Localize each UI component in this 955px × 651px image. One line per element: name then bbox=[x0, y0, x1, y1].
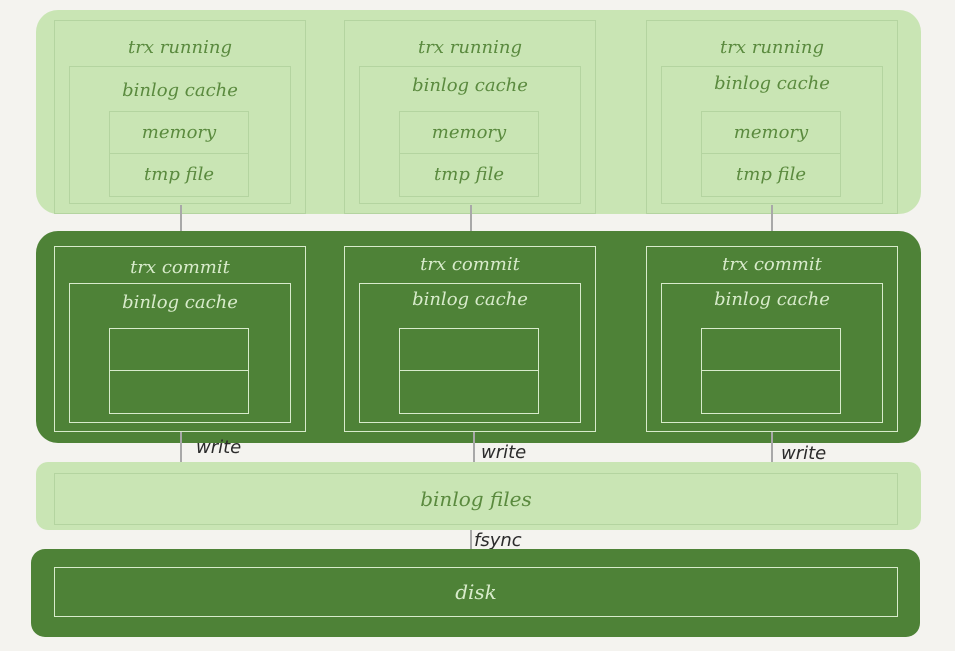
write-label-1: write bbox=[196, 437, 242, 458]
trx-running-box-1: trx running binlog cache memory tmp file bbox=[54, 20, 306, 214]
binlog-cache-label-1: binlog cache bbox=[122, 80, 238, 101]
memory-cell-2: memory bbox=[400, 112, 538, 154]
trx-commit-box-2: trx commit binlog cache bbox=[344, 246, 596, 432]
commit-cache-lower-3 bbox=[702, 371, 840, 413]
arrow-line-write-3 bbox=[771, 432, 773, 468]
arrow-line-write-2 bbox=[473, 432, 475, 468]
disk-label: disk bbox=[455, 580, 497, 604]
disk-band: disk bbox=[31, 549, 920, 637]
arrow-line-write-1 bbox=[180, 432, 182, 468]
tmp-file-cell-1: tmp file bbox=[144, 164, 214, 185]
arrow-line-running-commit-1 bbox=[180, 205, 182, 241]
disk-box: disk bbox=[54, 567, 898, 617]
binlog-files-box: binlog files bbox=[54, 473, 898, 525]
memory-cell-3: memory bbox=[702, 112, 840, 154]
commit-cache-storage-1 bbox=[109, 328, 249, 414]
cache-storage-1: memory tmp file bbox=[109, 111, 249, 197]
commit-cache-upper-1 bbox=[110, 329, 248, 371]
memory-cell-1: memory bbox=[110, 112, 248, 154]
commit-binlog-cache-box-2: binlog cache bbox=[359, 283, 581, 423]
commit-binlog-cache-box-3: binlog cache bbox=[661, 283, 883, 423]
trx-commit-title-2: trx commit bbox=[420, 254, 520, 275]
binlog-cache-box-1: binlog cache memory tmp file bbox=[69, 66, 291, 204]
binlog-files-band: binlog files bbox=[36, 462, 921, 530]
trx-commit-title-1: trx commit bbox=[130, 257, 230, 278]
trx-running-title-1: trx running bbox=[128, 37, 232, 58]
trx-commit-box-3: trx commit binlog cache bbox=[646, 246, 898, 432]
arrow-line-running-commit-2 bbox=[470, 205, 472, 241]
fsync-label: fsync bbox=[474, 530, 522, 551]
commit-cache-lower-2 bbox=[400, 371, 538, 413]
tmp-file-cell-2: tmp file bbox=[434, 164, 504, 185]
trx-running-title-3: trx running bbox=[720, 37, 824, 58]
trx-running-band: trx running binlog cache memory tmp file… bbox=[36, 10, 921, 214]
binlog-cache-label-3: binlog cache bbox=[714, 73, 830, 94]
trx-running-box-3: trx running binlog cache memory tmp file bbox=[646, 20, 898, 214]
write-label-3: write bbox=[781, 443, 827, 464]
cache-storage-3: memory tmp file bbox=[701, 111, 841, 197]
commit-cache-lower-1 bbox=[110, 371, 248, 413]
binlog-cache-box-3: binlog cache memory tmp file bbox=[661, 66, 883, 204]
binlog-cache-label-2: binlog cache bbox=[412, 75, 528, 96]
cache-storage-2: memory tmp file bbox=[399, 111, 539, 197]
commit-binlog-cache-label-1: binlog cache bbox=[122, 292, 238, 313]
commit-cache-upper-3 bbox=[702, 329, 840, 371]
commit-binlog-cache-box-1: binlog cache bbox=[69, 283, 291, 423]
trx-running-title-2: trx running bbox=[418, 37, 522, 58]
trx-commit-band: trx commit binlog cache trx commit binlo… bbox=[36, 231, 921, 443]
commit-cache-storage-2 bbox=[399, 328, 539, 414]
commit-binlog-cache-label-3: binlog cache bbox=[714, 289, 830, 310]
write-label-2: write bbox=[481, 442, 527, 463]
trx-commit-box-1: trx commit binlog cache bbox=[54, 246, 306, 432]
arrow-line-fsync bbox=[470, 530, 472, 560]
commit-cache-upper-2 bbox=[400, 329, 538, 371]
binlog-cache-box-2: binlog cache memory tmp file bbox=[359, 66, 581, 204]
trx-commit-title-3: trx commit bbox=[722, 254, 822, 275]
arrow-line-running-commit-3 bbox=[771, 205, 773, 241]
trx-running-box-2: trx running binlog cache memory tmp file bbox=[344, 20, 596, 214]
commit-binlog-cache-label-2: binlog cache bbox=[412, 289, 528, 310]
binlog-files-label: binlog files bbox=[420, 487, 532, 511]
commit-cache-storage-3 bbox=[701, 328, 841, 414]
tmp-file-cell-3: tmp file bbox=[736, 164, 806, 185]
